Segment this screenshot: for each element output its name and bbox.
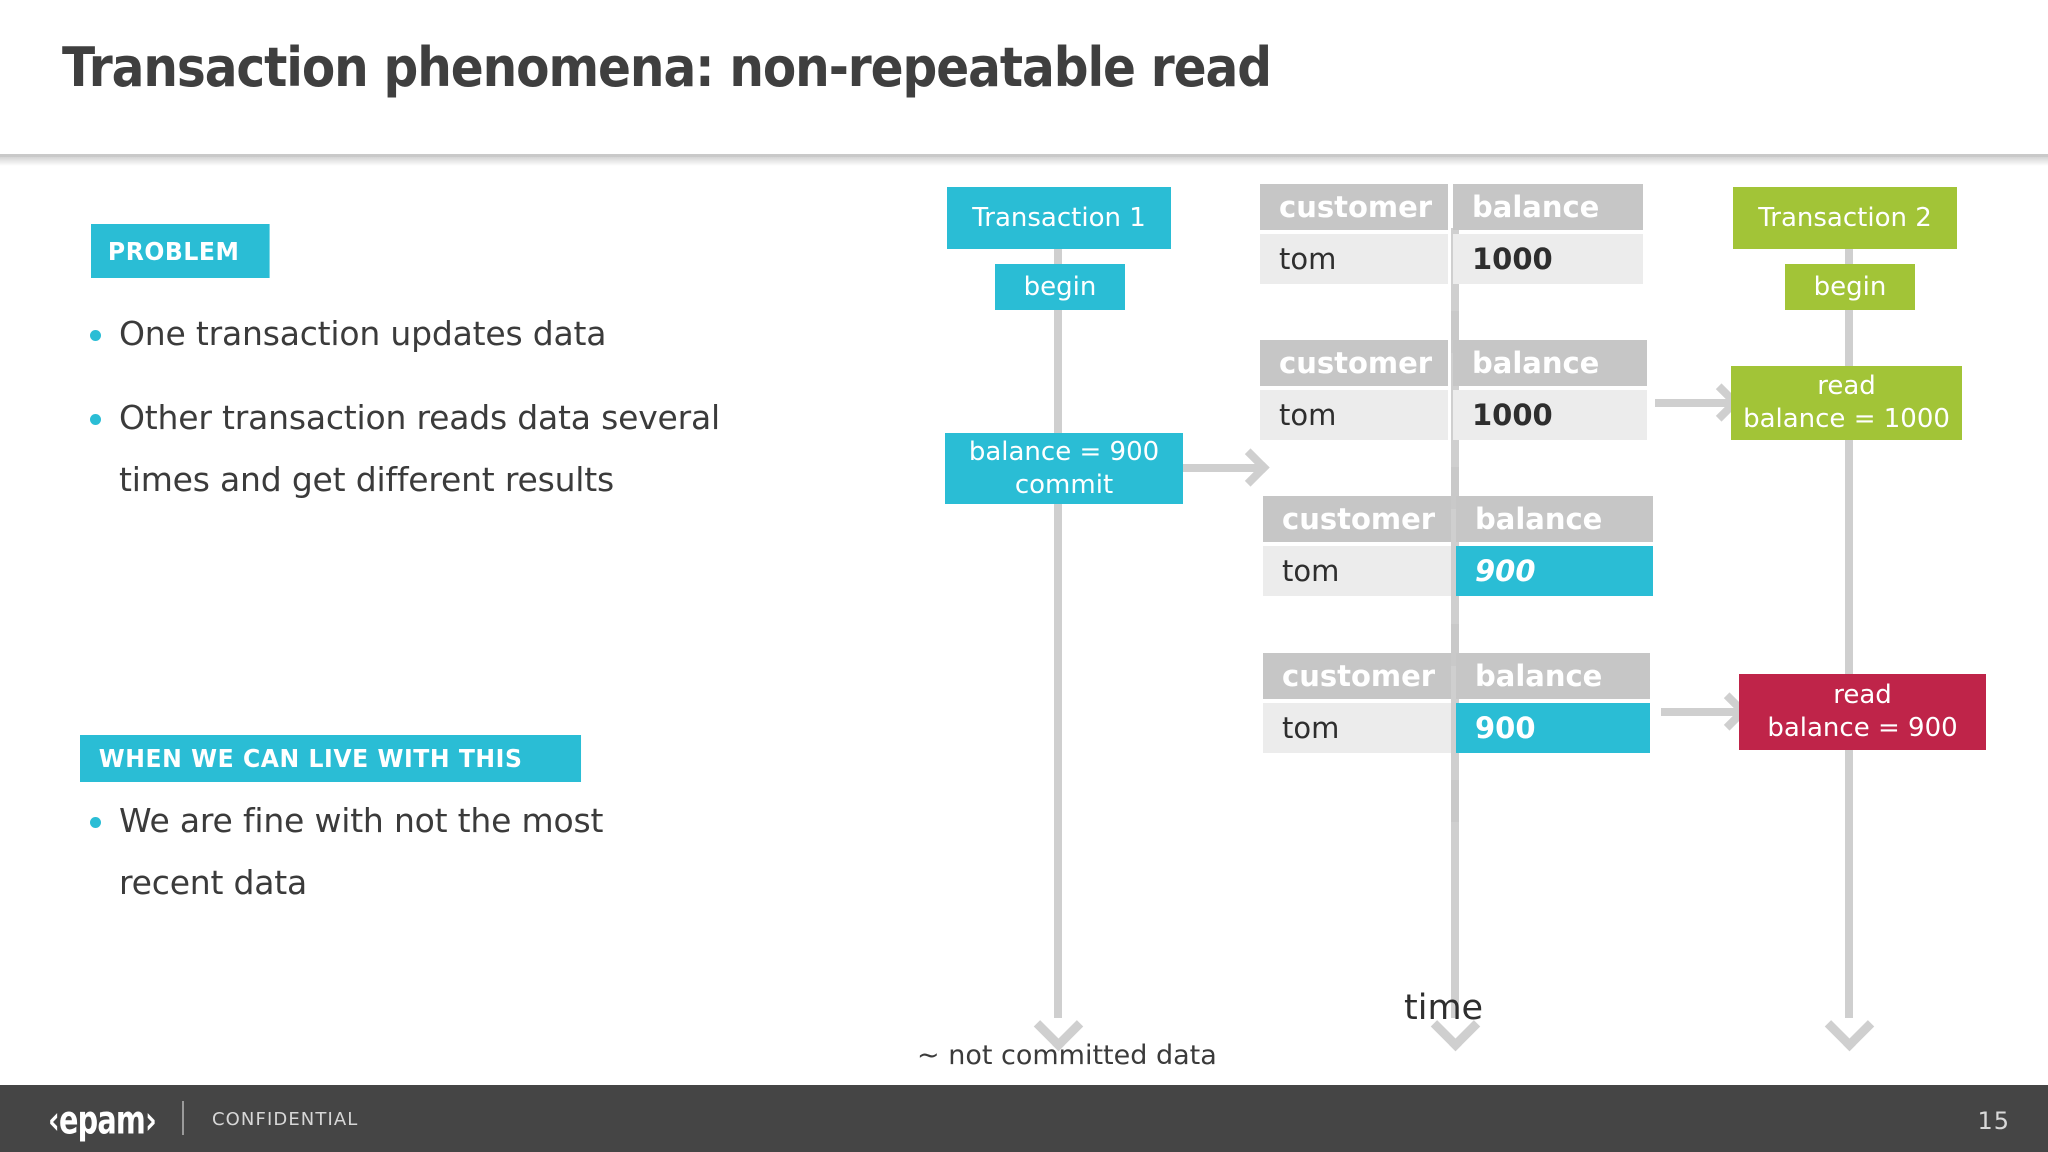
cell-customer: tom <box>1263 546 1451 596</box>
db-table: customer balance tom 1000 <box>1260 340 1647 440</box>
transaction-2-read-1000-box[interactable]: read balance = 1000 <box>1731 366 1962 440</box>
table-header-row: customer balance <box>1260 340 1647 386</box>
transaction-1-commit-box[interactable]: balance = 900 commit <box>945 433 1183 504</box>
table2-to-read1000-connector-arrow-icon <box>1655 399 1731 407</box>
not-committed-data-stub <box>1451 311 1459 353</box>
table-header-row: customer balance <box>1263 496 1653 542</box>
column-header-customer: customer <box>1260 340 1448 386</box>
db-table: customer balance tom 1000 <box>1260 184 1643 284</box>
not-committed-data-stub <box>1451 780 1459 822</box>
cell-customer: tom <box>1260 390 1448 440</box>
live-with-label-chip: WHEN WE CAN LIVE WITH THIS <box>80 735 582 782</box>
bullet-dot-icon <box>90 330 101 341</box>
read-900-line1: read <box>1833 680 1892 710</box>
epam-logo: ‹epam› <box>48 1099 157 1144</box>
bullet-item: One transaction updates data <box>90 303 770 365</box>
time-axis-label: time <box>1404 988 1484 1028</box>
footer-divider <box>182 1101 184 1135</box>
column-header-balance: balance <box>1456 653 1650 699</box>
table-header-row: customer balance <box>1260 184 1643 230</box>
cell-customer: tom <box>1263 703 1451 753</box>
bullet-text: Other transaction reads data several tim… <box>119 398 720 499</box>
sequence-diagram: Transaction 1 begin balance = 900 commit… <box>0 166 2048 1066</box>
page-number: 15 <box>1977 1107 2010 1135</box>
transaction-2-header-box[interactable]: Transaction 2 <box>1733 187 1957 249</box>
transaction-2-begin-box[interactable]: begin <box>1785 264 1915 310</box>
column-header-customer: customer <box>1263 653 1451 699</box>
cell-balance-highlighted: 900 <box>1456 546 1653 596</box>
transaction-1-begin-box[interactable]: begin <box>995 264 1125 310</box>
transaction-1-commit-line2: commit <box>1014 469 1114 500</box>
read-1000-line2: balance = 1000 <box>1743 404 1950 434</box>
table-row: tom 1000 <box>1260 390 1647 440</box>
bullet-text: We are fine with not the most recent dat… <box>119 801 604 902</box>
db-table: customer balance tom 900 <box>1263 653 1650 753</box>
bullet-item: We are fine with not the most recent dat… <box>90 790 710 914</box>
table-header-row: customer balance <box>1263 653 1650 699</box>
not-committed-data-note: ~ not committed data <box>917 1040 1217 1071</box>
commit-to-table-connector-arrow-icon <box>1183 464 1260 472</box>
transaction-2-begin-label: begin <box>1813 272 1887 302</box>
column-header-customer: customer <box>1263 496 1451 542</box>
read-900-line2: balance = 900 <box>1767 713 1958 743</box>
transaction-2-read-900-box[interactable]: read balance = 900 <box>1739 674 1986 750</box>
table4-to-read900-connector-arrow-icon <box>1661 708 1739 716</box>
not-committed-data-stub <box>1451 624 1459 666</box>
cell-balance-highlighted: 900 <box>1456 703 1650 753</box>
transaction-1-begin-label: begin <box>1023 272 1097 302</box>
transaction-1-commit-line1: balance = 900 <box>968 436 1160 467</box>
bullet-dot-icon <box>90 817 101 828</box>
time-axis-lifeline <box>1451 228 1459 1018</box>
db-table: customer balance tom 900 <box>1263 496 1653 596</box>
live-with-chip-text: WHEN WE CAN LIVE WITH THIS <box>98 744 523 773</box>
column-header-balance: balance <box>1453 340 1647 386</box>
read-1000-line1: read <box>1817 371 1876 401</box>
problem-label-chip: PROBLEM <box>91 224 270 278</box>
transaction-2-header-label: Transaction 2 <box>1758 203 1932 233</box>
slide-header-bar: Transaction phenomena: non-repeatable re… <box>0 0 2048 166</box>
table-row: tom 1000 <box>1260 234 1643 284</box>
table-row: tom 900 <box>1263 703 1650 753</box>
transaction-2-lifeline <box>1845 228 1853 1018</box>
column-header-balance: balance <box>1453 184 1643 230</box>
cell-balance: 1000 <box>1453 390 1647 440</box>
transaction-1-lifeline <box>1054 228 1062 1018</box>
column-header-customer: customer <box>1260 184 1448 230</box>
table-row: tom 900 <box>1263 546 1653 596</box>
slide-footer: ‹epam› CONFIDENTIAL 15 <box>0 1085 2048 1152</box>
page-title: Transaction phenomena: non-repeatable re… <box>62 36 1272 99</box>
problem-chip-text: PROBLEM <box>107 236 240 266</box>
confidential-label: CONFIDENTIAL <box>212 1109 359 1130</box>
not-committed-data-stub <box>1451 467 1459 509</box>
column-header-balance: balance <box>1456 496 1653 542</box>
cell-balance: 1000 <box>1453 234 1643 284</box>
bullet-text: One transaction updates data <box>119 314 607 353</box>
bullet-item: Other transaction reads data several tim… <box>90 387 780 511</box>
transaction-1-header-box[interactable]: Transaction 1 <box>947 187 1171 249</box>
bullet-dot-icon <box>90 414 101 425</box>
cell-customer: tom <box>1260 234 1448 284</box>
transaction-1-header-label: Transaction 1 <box>972 203 1146 233</box>
